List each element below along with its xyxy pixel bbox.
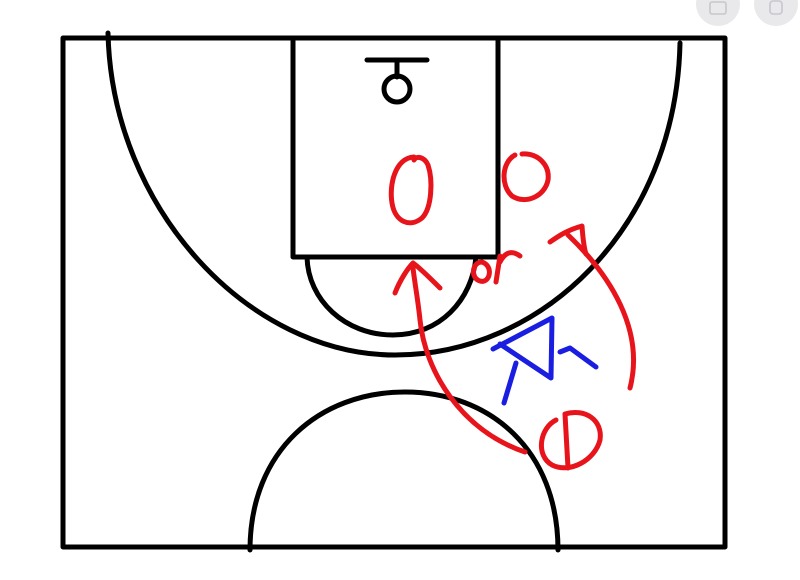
court-boundary	[60, 35, 728, 550]
image-toolbar	[696, 0, 798, 26]
free-throw-lane	[290, 38, 501, 260]
rim	[381, 73, 413, 105]
photo-icon	[709, 1, 727, 15]
defender-leg-left	[501, 360, 519, 406]
center-circle	[247, 389, 561, 553]
text-or-o	[471, 259, 492, 284]
defender-arm-right	[557, 345, 599, 370]
player-elbow	[501, 151, 551, 203]
player-wing	[538, 410, 603, 471]
copy-icon	[769, 0, 783, 15]
three-point-line	[105, 30, 683, 358]
arrowhead-right	[547, 223, 589, 257]
arrowhead-left	[392, 260, 443, 296]
text-or-r	[493, 250, 523, 285]
player-lane	[388, 154, 434, 226]
free-throw-circle	[304, 254, 479, 338]
cut-path-left	[410, 265, 528, 455]
defender-triangle	[490, 315, 555, 381]
